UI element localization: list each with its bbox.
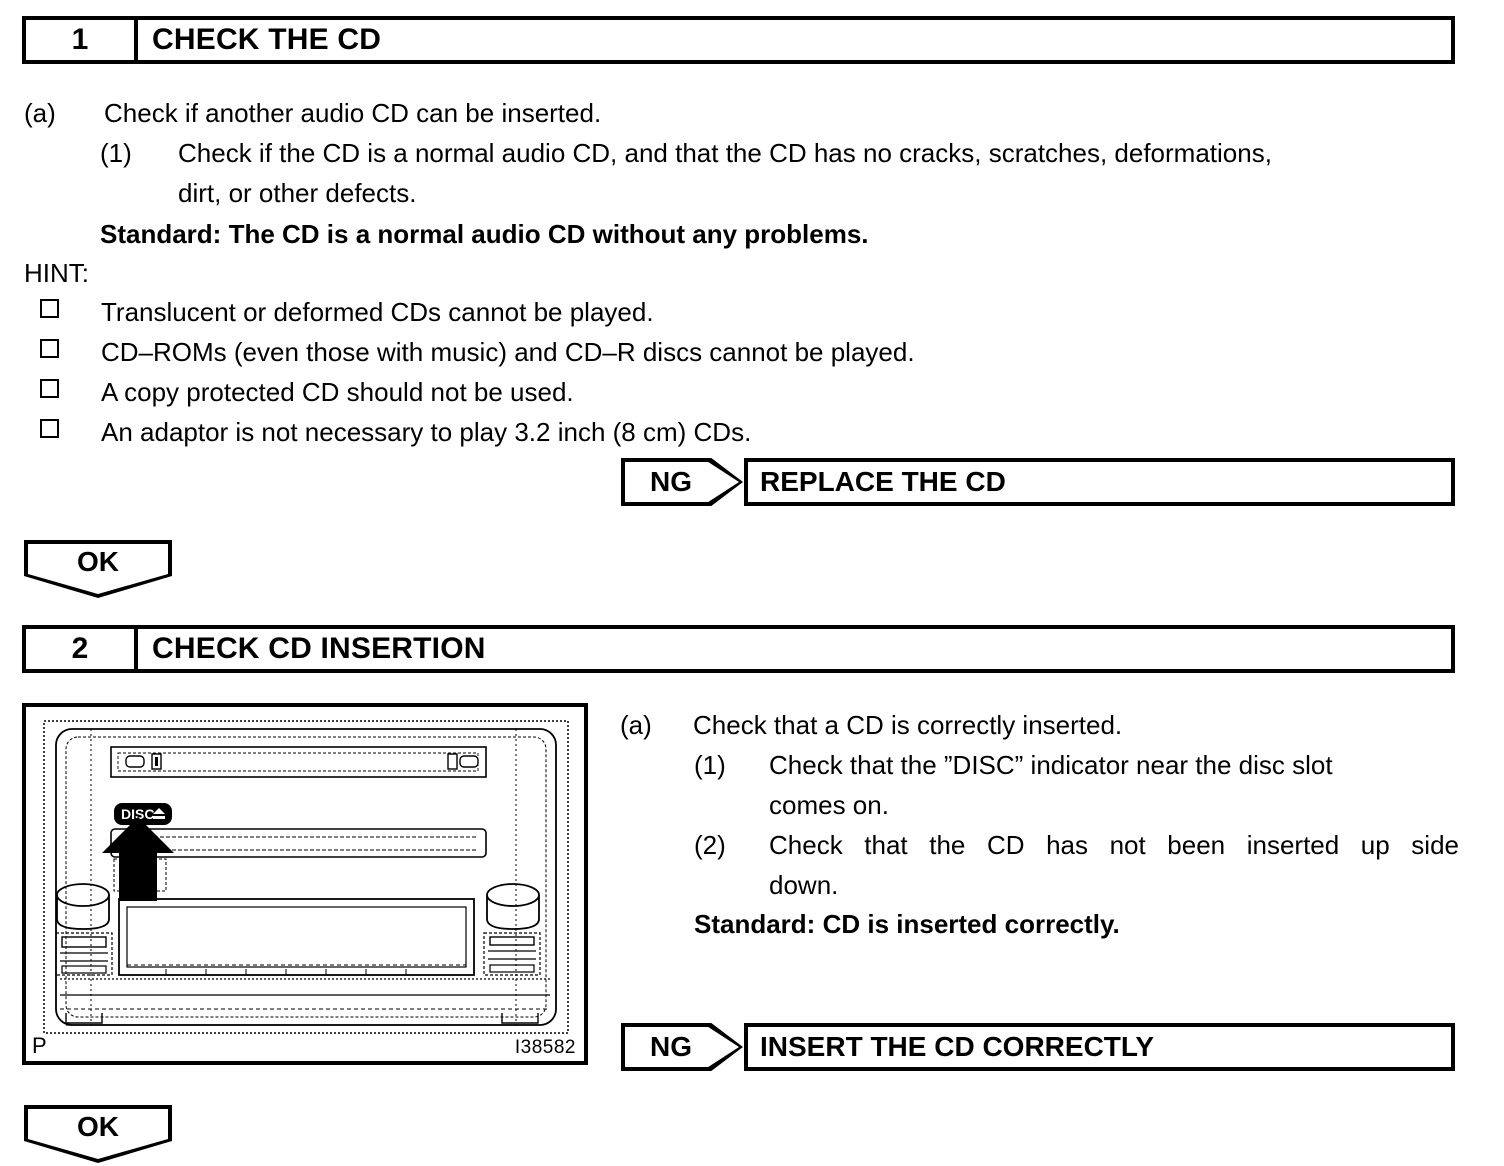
step-2-item-a-text: Check that a CD is correctly inserted. xyxy=(693,710,1123,740)
step-1-number: 1 xyxy=(26,20,138,60)
step-1-hint-0: Translucent or deformed CDs cannot be pl… xyxy=(101,297,654,327)
step-2-ng-action-box: INSERT THE CD CORRECTLY xyxy=(744,1023,1455,1071)
step-1-hint-label: HINT: xyxy=(24,258,89,288)
step-2-item-2-line2: down. xyxy=(769,870,839,900)
illustration-corner-mark: P xyxy=(32,1033,47,1058)
step-1-standard: Standard: The CD is a normal audio CD wi… xyxy=(100,219,869,249)
step-2-title: CHECK CD INSERTION xyxy=(152,632,486,665)
step-2-item-1-marker: (1) xyxy=(694,750,726,780)
step-1-header: 1 CHECK THE CD xyxy=(22,16,1455,64)
hint-bullet-icon xyxy=(40,379,59,398)
disc-indicator-label: DISC xyxy=(121,806,154,822)
step-2-item-a-marker: (a) xyxy=(620,710,652,740)
step-1-item-1-line1: Check if the CD is a normal audio CD, an… xyxy=(178,138,1272,168)
step-1-title: CHECK THE CD xyxy=(152,23,382,56)
step-2-ng-tag-label: NG xyxy=(625,1027,739,1067)
illustration-figure-code: I38582 xyxy=(514,1037,576,1058)
hint-bullet-icon xyxy=(40,419,59,438)
hint-bullet-icon xyxy=(40,339,59,358)
step-2-number: 2 xyxy=(26,629,138,669)
head-unit-drawing: DISC xyxy=(43,720,569,1034)
step-1-hint-3: An adaptor is not necessary to play 3.2 … xyxy=(101,417,752,447)
step-1-hint-2: A copy protected CD should not be used. xyxy=(101,377,574,407)
step-2-ok-tag: OK xyxy=(24,1105,172,1163)
step-1-ng-action-box: REPLACE THE CD xyxy=(744,458,1455,506)
step-2-header: 2 CHECK CD INSERTION xyxy=(22,625,1455,673)
step-1-item-1-line2: dirt, or other defects. xyxy=(178,178,417,208)
step-1-ok-tag: OK xyxy=(24,540,172,598)
step-2-item-2-line1: Check that the CD has not been inserted … xyxy=(769,825,1459,865)
step-1-item-a-marker: (a) xyxy=(24,98,56,128)
hint-bullet-icon xyxy=(40,299,59,318)
step-1-ng-tag: NG xyxy=(621,458,743,506)
step-1-item-a-text: Check if another audio CD can be inserte… xyxy=(104,98,602,128)
callout-arrow-icon xyxy=(102,817,174,901)
step-2-item-1-line2: comes on. xyxy=(769,790,889,820)
step-1-ng-tag-label: NG xyxy=(625,462,739,502)
step-2-standard: Standard: CD is inserted correctly. xyxy=(694,909,1120,939)
step-2-item-2-line1-text: Check that the CD has not been inserted … xyxy=(769,830,1459,860)
step-2-item-2-marker: (2) xyxy=(694,830,726,860)
step-1-ok-tag-label: OK xyxy=(28,544,168,594)
step-2-item-1-line1: Check that the ”DISC” indicator near the… xyxy=(769,750,1333,780)
step-2-ng-tag: NG xyxy=(621,1023,743,1071)
cd-player-illustration: DISC xyxy=(22,703,588,1065)
step-1-item-1-marker: (1) xyxy=(100,138,132,168)
step-1-hint-1: CD–ROMs (even those with music) and CD–R… xyxy=(101,337,915,367)
step-2-ok-tag-label: OK xyxy=(28,1109,168,1159)
